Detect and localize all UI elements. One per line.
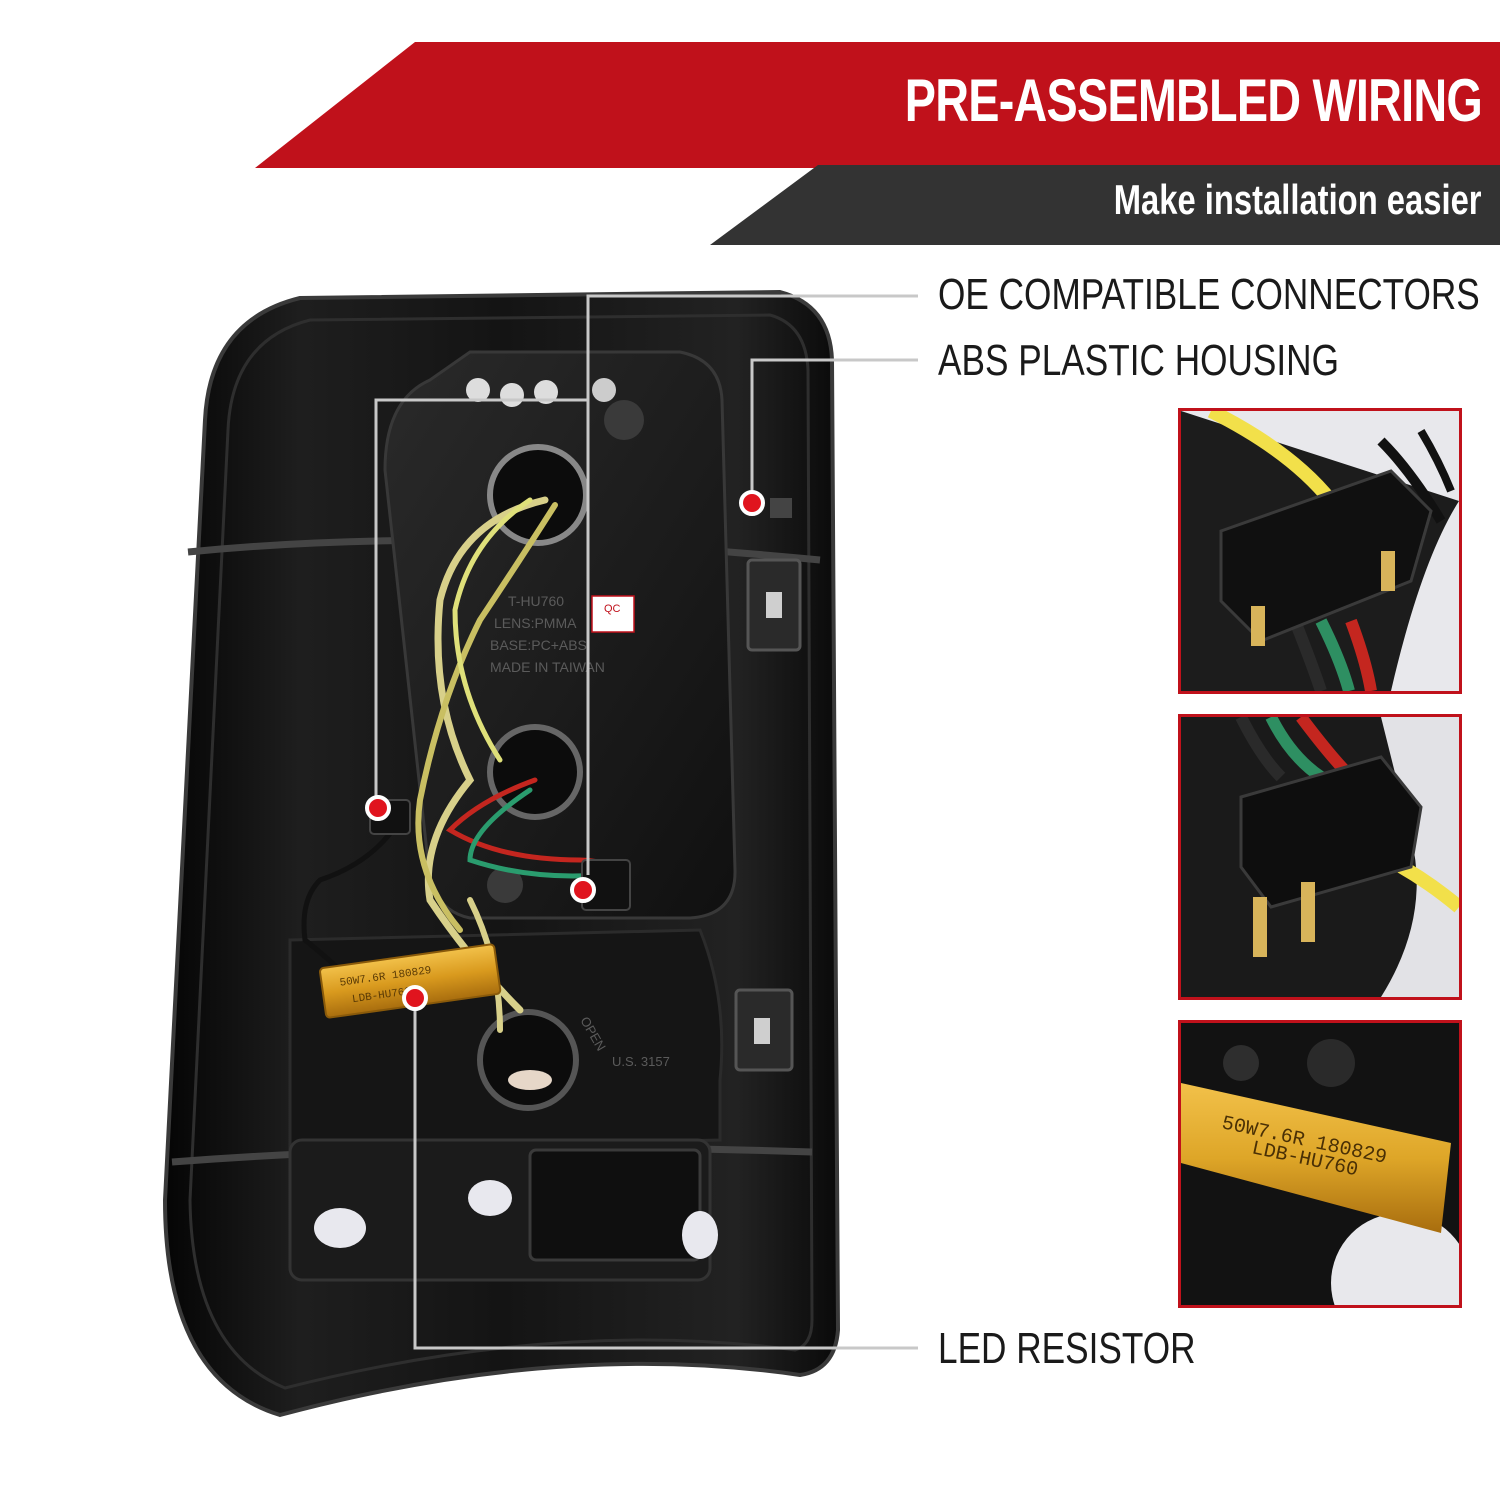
marking-line: BASE:PC+ABS: [490, 637, 587, 653]
bulb-socket-upper: [487, 444, 589, 546]
banner-subline: Make installation easier: [1114, 176, 1482, 223]
connector-closeup-1: [1178, 408, 1462, 694]
bulb-marking: U.S. 3157: [612, 1054, 670, 1069]
socket-reflection: [508, 1070, 552, 1090]
side-clip-window: [754, 1018, 770, 1044]
resistor-icon: 50W7.6R 180829 LDB-HU760: [1181, 1023, 1459, 1305]
marking-line: T-HU760: [508, 593, 564, 609]
screw-post: [592, 378, 616, 402]
side-clip-upper: [770, 498, 792, 518]
connector-icon: [1181, 411, 1459, 691]
mount-boss: [487, 867, 523, 903]
screw-post: [534, 380, 558, 404]
banner-red-band: [255, 42, 1500, 168]
bottom-connector: [528, 1148, 702, 1262]
bulb-socket-lower: [477, 1009, 579, 1111]
mounting-studs: [314, 1180, 718, 1259]
qc-sticker: [591, 595, 635, 633]
connector-closeup-2: [1178, 714, 1462, 1000]
marker-dots: [365, 490, 765, 1011]
banner-graphic: [255, 42, 1500, 245]
connector-icon: [1181, 717, 1459, 997]
banner-headline: PRE-ASSEMBLED WIRING: [904, 67, 1483, 134]
callout-abs-housing: ABS PLASTIC HOUSING: [938, 336, 1339, 385]
housing-rim: [188, 313, 814, 1390]
leader-lines: [374, 294, 918, 1350]
callout-oe-connectors: OE COMPATIBLE CONNECTORS: [938, 270, 1480, 319]
housing-markings: T-HU760 LENS:PMMA BASE:PC+ABS MADE IN TA…: [490, 593, 605, 675]
screw-post: [500, 383, 524, 407]
callout-led-resistor: LED RESISTOR: [938, 1324, 1196, 1373]
marking-line: LENS:PMMA: [494, 615, 577, 631]
bulb-socket-middle: [487, 724, 583, 820]
inner-module: [383, 350, 737, 920]
banner-dark-band: [710, 165, 1500, 245]
qc-label: QC: [604, 603, 621, 615]
led-resistor: 50W7.6R 180829 LDB-HU760: [319, 943, 502, 1019]
screw-post: [466, 378, 490, 402]
resistor-closeup: 50W7.6R 180829 LDB-HU760: [1178, 1020, 1462, 1308]
mount-boss: [604, 400, 644, 440]
marking-line: MADE IN TAIWAN: [490, 659, 605, 675]
side-clip-window: [766, 592, 782, 618]
